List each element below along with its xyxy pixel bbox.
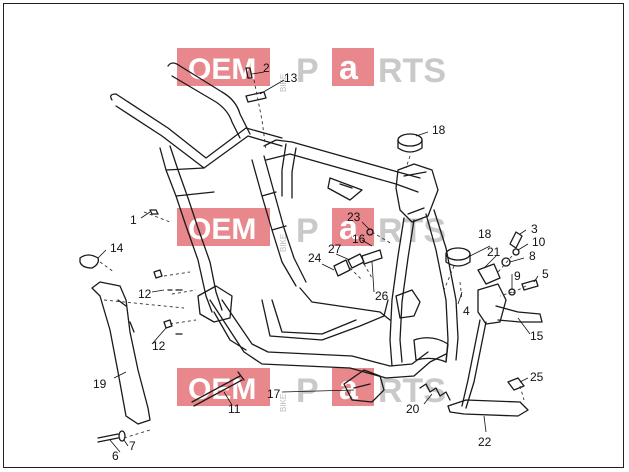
steering-gusset <box>327 177 363 201</box>
watermark-oem-text: OEM <box>188 373 256 406</box>
bolt-11 <box>191 371 245 407</box>
watermark-oem-box <box>177 48 270 86</box>
screw-5 <box>521 279 539 291</box>
callout-13: 13 <box>284 71 298 85</box>
watermark-rts-text: RTS <box>378 52 446 90</box>
grommet-18-right <box>445 247 471 261</box>
watermark-oem-text: OEM <box>188 213 256 246</box>
kickstand-leg-4 <box>461 319 487 409</box>
watermark-p-text: P <box>296 52 319 90</box>
pin-2 <box>245 67 253 79</box>
watermark-bottom: OEM BIKE P a RTS <box>177 368 446 412</box>
watermark-a-text: a <box>339 369 359 407</box>
callout-11: 11 <box>228 402 241 416</box>
watermark-a-text: a <box>339 49 359 87</box>
clip-13 <box>245 91 267 103</box>
callout-18-top: 18 <box>432 123 446 137</box>
plug-14 <box>79 254 100 269</box>
callout-17: 17 <box>267 387 281 401</box>
watermark-a-box <box>332 48 374 86</box>
washer-10 <box>512 248 520 256</box>
callout-23: 23 <box>347 210 361 224</box>
crossmember-bracket-17 <box>343 369 385 403</box>
bolt-3 <box>509 231 523 249</box>
grommet-18-right-body <box>445 253 471 267</box>
watermark-oem-text: OEM <box>188 53 256 86</box>
stand-foot-25 <box>507 377 525 391</box>
rear-axle-plate <box>197 285 233 323</box>
callout-1: 1 <box>130 213 137 227</box>
clip-24 <box>333 259 351 277</box>
rear-frame-right-side <box>251 155 307 287</box>
screw-6 <box>97 433 119 443</box>
callout-12-upper: 12 <box>138 287 152 301</box>
callout-9: 9 <box>514 269 521 283</box>
callout-18-right: 18 <box>478 227 492 241</box>
callout-2: 2 <box>263 61 270 75</box>
stud-12-upper <box>153 269 183 291</box>
callout-12-lower: 12 <box>152 339 166 353</box>
watermark-oem-box <box>177 368 270 406</box>
bracket-26 <box>361 249 383 265</box>
callout-22: 22 <box>478 435 492 449</box>
stud-12-lower <box>163 319 183 335</box>
steering-head <box>395 163 439 223</box>
watermark-bike-text: BIKE <box>279 74 288 92</box>
spring-20 <box>419 383 451 401</box>
callout-19: 19 <box>93 377 107 391</box>
callout-4: 4 <box>463 304 470 318</box>
fender-strut-loop <box>167 62 251 139</box>
callout-26: 26 <box>375 289 389 303</box>
callout-16: 16 <box>352 232 366 246</box>
callout-25: 25 <box>530 370 544 384</box>
callout-20: 20 <box>406 402 420 416</box>
callout-14: 14 <box>110 241 124 255</box>
side-rail-19-detail <box>117 299 135 333</box>
backbone-tube <box>263 139 421 193</box>
grommet-18-top <box>397 133 423 147</box>
callout-24: 24 <box>308 251 322 265</box>
callout-21: 21 <box>487 245 501 259</box>
callout-7: 7 <box>129 439 136 453</box>
washer-7 <box>118 430 126 442</box>
front-downtube-left <box>389 217 415 367</box>
lower-crossmember <box>261 299 389 341</box>
jiffy-stand-22 <box>447 399 529 417</box>
kickstand-bracket-15 <box>477 283 543 325</box>
rear-seat-rail <box>110 93 283 169</box>
watermark-bike-text: BIKE <box>279 234 288 252</box>
watermark-oem-box <box>177 208 270 246</box>
rear-frame-left-side <box>159 145 223 313</box>
front-lower-bend <box>413 337 449 363</box>
nut-8 <box>501 257 511 267</box>
callout-labels: 1 2 13 18 14 12 12 19 6 7 11 17 23 16 24… <box>93 61 549 463</box>
callout-3: 3 <box>531 222 538 236</box>
fastener-1 <box>149 209 159 215</box>
leader-lines <box>97 71 539 453</box>
callout-8: 8 <box>529 249 536 263</box>
callout-10: 10 <box>532 235 546 249</box>
watermark-bike-text: BIKE <box>279 394 288 412</box>
callout-5: 5 <box>542 267 549 281</box>
watermark-middle: OEM BIKE P a RTS <box>177 208 446 252</box>
side-rail-19 <box>91 281 151 425</box>
plate-21 <box>477 263 501 285</box>
grommet-18-top-body <box>397 139 423 153</box>
callout-15: 15 <box>530 329 544 343</box>
callout-27: 27 <box>328 242 342 256</box>
front-engine-mount <box>395 289 421 319</box>
nut-23 <box>366 228 374 236</box>
watermark-p-text: P <box>296 212 319 250</box>
lower-frame-rails <box>209 287 447 379</box>
watermark-a-text: a <box>339 209 359 247</box>
callout-6: 6 <box>112 449 119 463</box>
watermark-top: OEM BIKE P a RTS <box>177 48 446 92</box>
seat-post-tube <box>281 143 297 199</box>
phantom-lines <box>99 79 527 439</box>
